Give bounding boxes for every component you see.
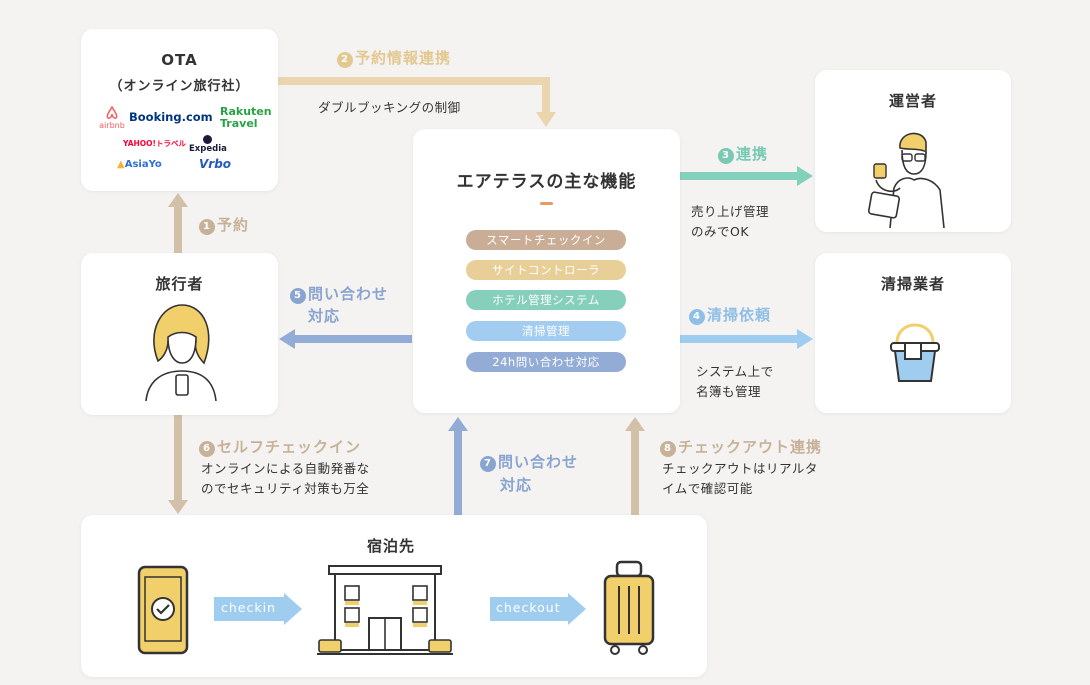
function-pill-site-controller: サイトコントローラ bbox=[466, 260, 626, 280]
ota-card: OTA （オンライン旅行社） airbnb Booking.com Rakute… bbox=[81, 29, 278, 191]
flow-4-number: 4 bbox=[689, 309, 705, 325]
flow-1-text: 予約 bbox=[217, 216, 250, 234]
ota-title: OTA bbox=[161, 51, 198, 69]
bucket-icon bbox=[890, 323, 940, 382]
checkin-arrow-icon bbox=[214, 593, 302, 625]
operator-illustration-icon bbox=[867, 132, 945, 228]
center-title: エアテラスの主な機能 bbox=[456, 172, 637, 192]
flow-2-note: ダブルブッキングの制御 bbox=[318, 100, 461, 115]
operator-card: 運営者 bbox=[815, 70, 1011, 232]
cleaner-title: 清掃業者 bbox=[880, 275, 945, 293]
traveler-card: 旅行者 bbox=[81, 253, 278, 415]
asiayo-text: AsiaYo bbox=[124, 159, 162, 170]
flow-2-text: 予約情報連携 bbox=[355, 49, 452, 67]
function-pill-smart-checkin: スマートチェックイン bbox=[466, 230, 626, 250]
flow-3-number: 3 bbox=[718, 148, 734, 164]
flow-8-note-line1: チェックアウトはリアルタ bbox=[662, 461, 818, 476]
operator-title: 運営者 bbox=[888, 92, 937, 110]
traveler-illustration-icon bbox=[145, 304, 217, 401]
asiayo-icon: ▲ bbox=[117, 159, 125, 170]
function-pill-24h-support: 24h問い合わせ対応 bbox=[466, 352, 626, 372]
flow-5-text-line1: 問い合わせ bbox=[308, 285, 389, 303]
flow-3-text: 連携 bbox=[736, 145, 769, 163]
lodging-title: 宿泊先 bbox=[367, 537, 416, 555]
suitcase-icon bbox=[603, 560, 655, 655]
asiayo-logo: ▲AsiaYo bbox=[117, 159, 162, 170]
flow-6-text: セルフチェックイン bbox=[217, 438, 362, 456]
yahoo-travel-logo: YAHOO!トラベル bbox=[123, 139, 186, 148]
flow-2-number: 2 bbox=[337, 52, 353, 68]
flow-7-label-line2: 対応 bbox=[500, 476, 533, 494]
checkout-label: checkout bbox=[496, 600, 561, 615]
flow-4-note-line1: システム上で bbox=[696, 364, 774, 379]
traveler-title: 旅行者 bbox=[155, 275, 204, 293]
expedia-logo: Expedia bbox=[189, 135, 227, 154]
flow-8-number: 8 bbox=[660, 441, 676, 457]
function-pill-cleaning: 清掃管理 bbox=[466, 321, 626, 341]
flow-3-note-line1: 売り上げ管理 bbox=[691, 204, 770, 219]
booking-logo: Booking.com bbox=[129, 110, 213, 124]
cleaner-card: 清掃業者 bbox=[815, 253, 1011, 413]
checkin-label: checkin bbox=[221, 600, 276, 615]
lodging-card: 宿泊先 checkin checkout bbox=[81, 515, 707, 677]
flow-1-number: 1 bbox=[199, 219, 215, 235]
airbnb-text: airbnb bbox=[99, 121, 125, 130]
flow-6-note-line2: のでセキュリティ対策も万全 bbox=[201, 481, 370, 496]
flow-6-number: 6 bbox=[199, 441, 215, 457]
expedia-icon bbox=[203, 135, 213, 144]
flow-5-number: 5 bbox=[290, 288, 306, 304]
smartphone-check-icon bbox=[137, 565, 189, 655]
expedia-text: Expedia bbox=[189, 144, 227, 154]
flow-8-text: チェックアウト連携 bbox=[678, 438, 823, 456]
flow-3-note-line2: のみでOK bbox=[691, 224, 750, 239]
flow-4-note-line2: 名簿も管理 bbox=[696, 384, 762, 399]
flow-6-note-line1: オンラインによる自動発番な bbox=[201, 461, 370, 476]
flow-5-label-line2: 対応 bbox=[308, 307, 341, 325]
ota-subtitle: （オンライン旅行社） bbox=[109, 79, 250, 94]
building-icon bbox=[317, 565, 453, 655]
airbnb-icon bbox=[106, 105, 118, 119]
flow-7-text-line1: 問い合わせ bbox=[498, 453, 579, 471]
flow-8-note-line2: イムで確認可能 bbox=[662, 481, 753, 496]
rakuten-logo: Rakuten bbox=[220, 105, 272, 118]
checkout-arrow-icon bbox=[490, 593, 586, 625]
center-card: エアテラスの主な機能 スマートチェックイン サイトコントローラ ホテル管理システ… bbox=[413, 129, 680, 413]
flow-7-number: 7 bbox=[480, 456, 496, 472]
vrbo-logo: Vrbo bbox=[199, 157, 232, 171]
center-divider bbox=[540, 202, 553, 205]
flow-4-text: 清掃依頼 bbox=[707, 306, 772, 324]
airbnb-logo: airbnb bbox=[89, 105, 135, 130]
function-pill-hotel-management: ホテル管理システム bbox=[466, 290, 626, 310]
travel-logo: Travel bbox=[220, 117, 258, 130]
